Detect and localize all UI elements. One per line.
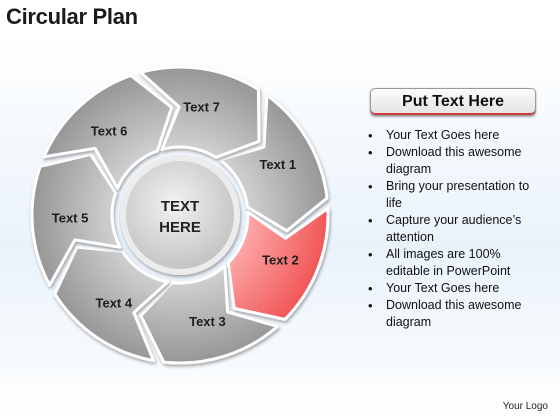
segment-label: Text 1 bbox=[259, 157, 296, 172]
slide-title: Circular Plan bbox=[6, 4, 138, 29]
segment-shape bbox=[53, 245, 170, 363]
diagram-segment: Text 3 bbox=[139, 264, 279, 365]
bullet-item: Capture your audience’s attention bbox=[360, 212, 545, 246]
segment-shape bbox=[139, 65, 261, 159]
diagram-segment: Text 6 bbox=[42, 73, 174, 190]
diagram-segment: Text 2 bbox=[226, 206, 330, 321]
segment-label: Text 7 bbox=[183, 100, 220, 115]
center-circle: TEXT HERE bbox=[120, 155, 240, 275]
diagram-segment: Text 7 bbox=[139, 65, 261, 159]
segment-shape bbox=[139, 264, 279, 365]
segment-shape bbox=[42, 73, 174, 190]
segment-label: Text 5 bbox=[52, 211, 89, 226]
logo-text: Your Logo bbox=[502, 401, 548, 412]
segment-label: Text 2 bbox=[262, 252, 299, 267]
panel-header: Put Text Here bbox=[370, 88, 536, 116]
bullet-item: Your Text Goes here bbox=[360, 127, 545, 144]
diagram-segment: Text 4 bbox=[53, 245, 170, 363]
diagram-segment: Text 5 bbox=[30, 152, 122, 287]
center-label-line-1: TEXT bbox=[161, 198, 199, 215]
center-label-line-2: HERE bbox=[159, 219, 201, 236]
bullet-item: Download this awesome diagram bbox=[360, 297, 545, 331]
segment-shape bbox=[30, 152, 122, 287]
segment-label: Text 6 bbox=[91, 123, 128, 138]
bullet-item: All images are 100% editable in PowerPoi… bbox=[360, 246, 545, 280]
segment-label: Text 3 bbox=[189, 314, 226, 329]
bullet-list: Your Text Goes here Download this awesom… bbox=[360, 127, 545, 331]
segment-shape bbox=[226, 206, 330, 321]
segment-label: Text 4 bbox=[95, 295, 132, 310]
bullet-item: Download this awesome diagram bbox=[360, 144, 545, 178]
diagram-segment: Text 1 bbox=[218, 93, 329, 233]
segment-shape bbox=[218, 93, 329, 233]
bullet-item: Your Text Goes here bbox=[360, 280, 545, 297]
bullet-item: Bring your presentation to life bbox=[360, 178, 545, 212]
